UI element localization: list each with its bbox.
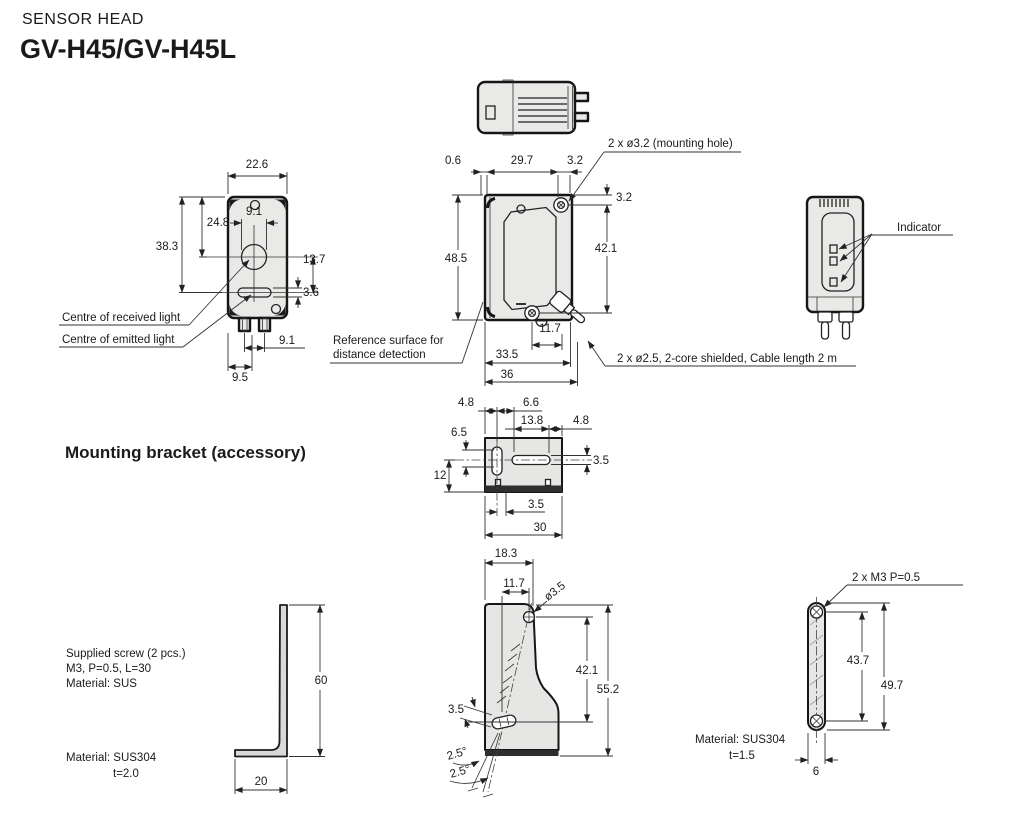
dim-bt-hslot-len: 13.8 <box>521 415 543 427</box>
plate-material-label: Material: SUS304 <box>695 734 786 746</box>
dim-lbracket-base: 20 <box>255 776 268 788</box>
page-title: GV-H45/GV-H45L <box>20 34 236 64</box>
indicator-led <box>829 256 838 266</box>
dim-plate-length: 49.7 <box>881 680 903 692</box>
dim-side-total-depth: 36 <box>501 369 514 381</box>
dim-side-hole-to-cable: 11.7 <box>539 323 561 335</box>
dim-side-bottom-width: 33.5 <box>496 349 518 361</box>
cable-label: 2 x ø2.5, 2-core shielded, Cable length … <box>617 353 837 365</box>
dim-bf-height: 55.2 <box>597 684 619 696</box>
dim-front-top-to-slot: 38.3 <box>156 241 178 253</box>
indicator-label: Indicator <box>897 222 941 234</box>
lbracket-thickness-label: t=2.0 <box>113 768 139 780</box>
bracket-section-heading: Mounting bracket (accessory) <box>65 443 306 462</box>
cable-gland <box>817 311 833 340</box>
dim-bt-slot-gap: 6.6 <box>523 397 539 409</box>
dim-plate-hole-pitch: 43.7 <box>847 655 869 667</box>
dim-bf-slot-width: 3.5 <box>448 704 464 716</box>
dim-bt-hslot-edge: 4.8 <box>573 415 589 427</box>
lbracket-side-view: 60 20 Supplied screw (2 pcs.) M3, P=0.5,… <box>66 604 328 794</box>
indicator-led <box>829 277 838 287</box>
dim-side-hole-edge: 3.2 <box>567 155 583 167</box>
dim-bf-top-width: 18.3 <box>495 548 517 560</box>
plate-screw-hole <box>809 605 824 619</box>
mounting-pin <box>257 316 272 333</box>
connector-pin <box>573 91 590 103</box>
supplied-screw-note-3: Material: SUS <box>66 678 137 690</box>
sensor-top-outline <box>476 80 577 135</box>
dim-bt-tab-width: 3.5 <box>528 499 544 511</box>
dim-side-ref-offset: 0.6 <box>445 155 461 167</box>
sensor-rear-outline <box>805 195 865 314</box>
dim-side-height: 48.5 <box>445 253 467 265</box>
bracket-plate-view: 2 x M3 P=0.5 43.7 49.7 6 Material: SUS30… <box>695 572 963 778</box>
sensor-top-view <box>476 79 590 136</box>
emitted-light-label: Centre of emitted light <box>62 334 175 346</box>
plate-thickness-label: t=1.5 <box>729 750 755 762</box>
dim-bf-hole-to-slot: 42.1 <box>576 665 598 677</box>
sensor-rear-view: Indicator <box>805 195 953 340</box>
sensor-side-view: 0.6 29.7 3.2 2 x ø3.2 (mounting hole) 3.… <box>330 138 856 386</box>
dim-bt-vslot-len: 6.5 <box>451 427 467 439</box>
bracket-front-view: ø3.5 18.3 11.7 42.1 55.2 3.5 2.5° 2.5° <box>446 548 619 798</box>
reference-surface-label-2: distance detection <box>333 349 426 361</box>
plate-screw-hole <box>809 714 824 728</box>
supplied-screw-note-1: Supplied screw (2 pcs.) <box>66 648 186 660</box>
dim-plate-width: 6 <box>813 766 819 778</box>
page-kicker: SENSOR HEAD <box>22 11 144 28</box>
mounting-hole-label: 2 x ø3.2 (mounting hole) <box>608 138 733 150</box>
lbracket-material-label: Material: SUS304 <box>66 752 157 764</box>
dim-bt-left-to-slot: 4.8 <box>458 397 474 409</box>
dim-front-pin-pitch: 9.1 <box>279 335 295 347</box>
reference-surface-label-1: Reference surface for <box>333 335 444 347</box>
bracket-top-view: 4.8 6.6 13.8 4.8 6.5 12 3.5 3.5 30 <box>434 397 609 539</box>
dim-front-lens-dia: 9.1 <box>246 206 262 218</box>
mounting-pin <box>237 316 252 333</box>
bracket-front-outline <box>484 603 560 751</box>
dim-bt-width: 30 <box>534 522 547 534</box>
supplied-screw-note-2: M3, P=0.5, L=30 <box>66 663 151 675</box>
dim-bf-angle2: 2.5° <box>449 764 472 781</box>
mounting-hole-screw <box>553 197 569 213</box>
dim-bf-hole-dia: ø3.5 <box>542 580 568 604</box>
cable-gland <box>838 311 854 340</box>
sensor-front-view: 22.6 9.1 24.8 38.3 13.7 3.6 9.1 9.5 Cent… <box>59 159 325 384</box>
received-light-label: Centre of received light <box>62 312 181 324</box>
lbracket-outline <box>234 604 288 758</box>
indicator-led <box>829 244 838 254</box>
dim-front-slot-height: 3.6 <box>303 287 319 299</box>
dim-bf-angle1: 2.5° <box>446 746 469 763</box>
dim-bt-center-bottom: 12 <box>434 470 447 482</box>
plate-screw-label: 2 x M3 P=0.5 <box>852 572 920 584</box>
dim-front-edge-to-pin: 9.5 <box>232 372 248 384</box>
cable-gland <box>549 290 586 324</box>
mounting-hole-screw <box>524 305 540 321</box>
connector-pin <box>573 111 590 123</box>
header: SENSOR HEAD GV-H45/GV-H45L <box>20 11 236 64</box>
dim-lbracket-height: 60 <box>315 675 328 687</box>
dim-bf-hole-offset: 11.7 <box>503 578 525 590</box>
dim-front-width: 22.6 <box>246 159 268 171</box>
dim-front-top-to-lens: 24.8 <box>207 217 229 229</box>
dim-side-to-hole: 29.7 <box>511 155 533 167</box>
dim-side-top-to-hole: 3.2 <box>616 192 632 204</box>
dim-bt-hslot-width: 3.5 <box>593 455 609 467</box>
dim-side-hole-to-hole: 42.1 <box>595 243 617 255</box>
dim-front-lens-to-slot: 13.7 <box>303 254 325 266</box>
